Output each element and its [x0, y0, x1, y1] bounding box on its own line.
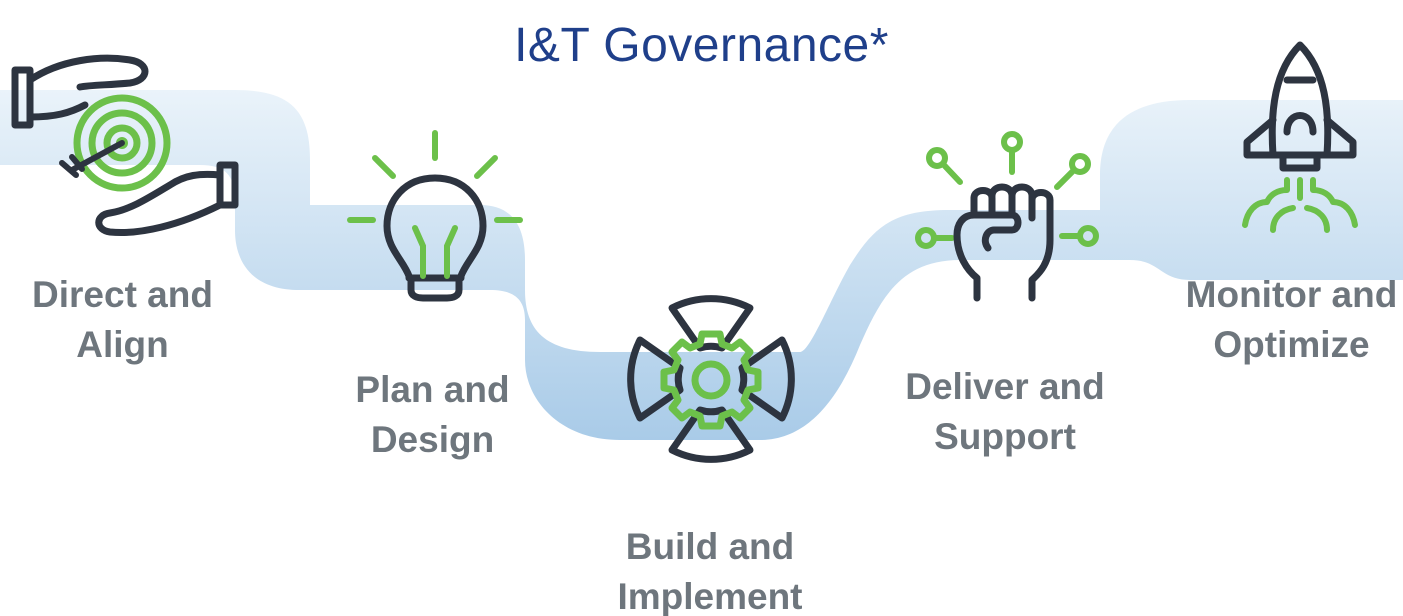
step-label-direct-align: Direct and Align [32, 274, 213, 365]
page-title: I&T Governance* [514, 19, 889, 72]
step-label-plan-design: Plan and Design [355, 369, 510, 460]
lightbulb-icon [347, 130, 523, 302]
gear-icon [627, 295, 795, 463]
step-label-monitor-optimize: Monitor and Optimize [1185, 274, 1398, 365]
step-label-deliver-support: Deliver and Support [905, 366, 1105, 457]
step-label-build-implement: Build and Implement [617, 526, 803, 616]
fist-icon [915, 131, 1099, 302]
hands-target-icon [11, 54, 239, 236]
rocket-icon [1242, 41, 1358, 233]
